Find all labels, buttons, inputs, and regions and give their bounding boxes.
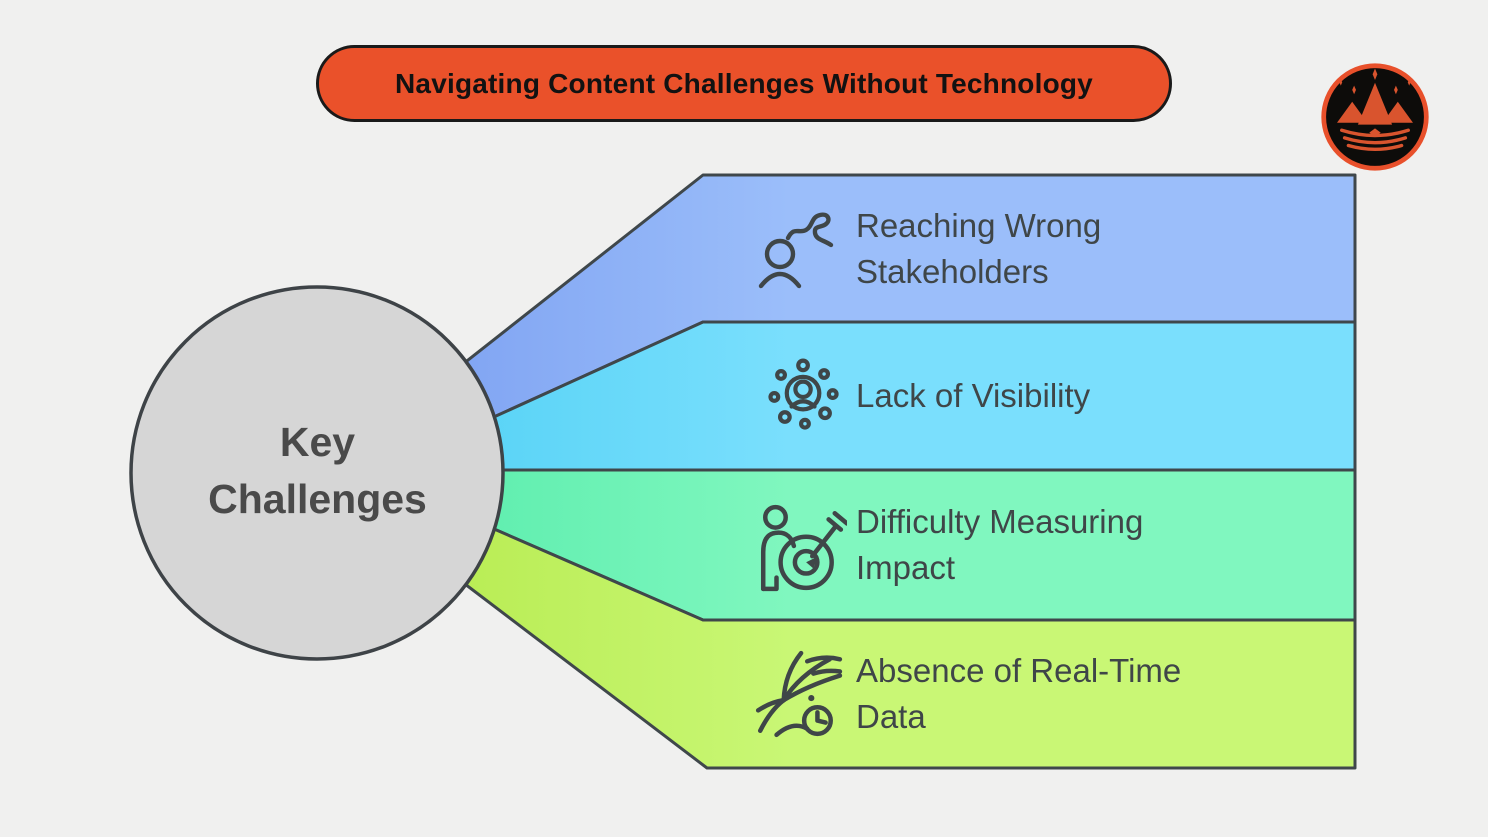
target-impact-icon — [760, 504, 847, 592]
person-visibility-dots-icon — [768, 358, 839, 430]
logo-art — [1337, 68, 1413, 137]
center-label-line2: Challenges — [208, 476, 427, 522]
band-2-label-line1: Lack of Visibility — [856, 377, 1091, 414]
band-1-label: Reaching Wrong Stakeholders — [856, 175, 1356, 322]
wrong-path-person-icon — [758, 212, 834, 289]
band-4-label-line1: Absence of Real-Time — [856, 652, 1182, 689]
band-2-label: Lack of Visibility — [856, 322, 1356, 470]
realtime-flow-clock-icon — [755, 650, 843, 738]
title-banner-label: Navigating Content Challenges Without Te… — [395, 67, 1093, 99]
band-4-label-line2: Data — [856, 698, 926, 735]
center-label-line1: Key — [279, 419, 356, 465]
crown-mountains-logo — [1321, 63, 1429, 171]
band-1-label-line2: Stakeholders — [856, 252, 1049, 290]
band-3-label: Difficulty Measuring Impact — [856, 470, 1356, 620]
title-banner: Navigating Content Challenges Without Te… — [316, 45, 1172, 122]
band-4-label: Absence of Real-Time Data — [856, 620, 1356, 768]
logo-crown-base — [1340, 128, 1410, 152]
band-3-label-line1: Difficulty Measuring — [856, 503, 1144, 540]
band-3-label-line2: Impact — [856, 549, 956, 586]
band-1-label-line1: Reaching Wrong — [856, 206, 1102, 244]
center-circle-label: Key Challenges — [132, 414, 503, 528]
key-challenges-circle — [129, 285, 505, 661]
